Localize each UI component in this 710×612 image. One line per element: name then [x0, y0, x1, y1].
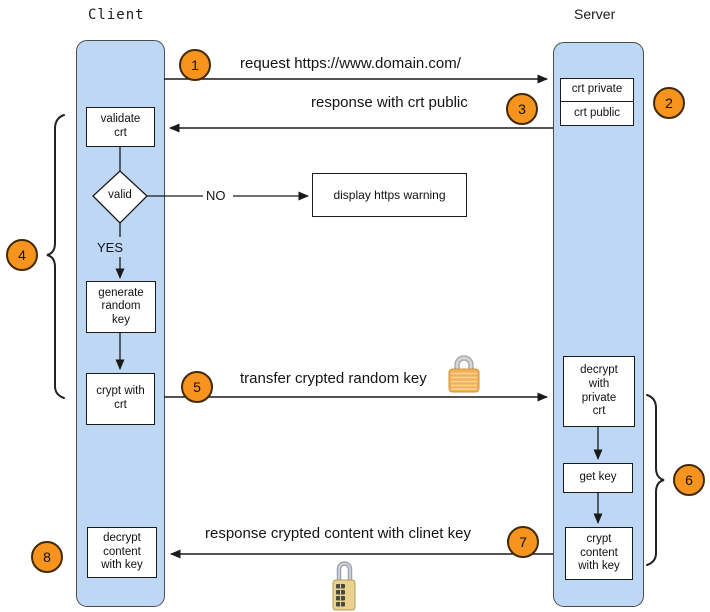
branch-no-label: NO: [206, 188, 226, 203]
node-generate-random-key: generate random key: [86, 281, 156, 333]
valid-decision-label: valid: [108, 189, 132, 201]
node-crypt-with-crt: crypt with crt: [86, 373, 155, 425]
node-decrypt-with-private-crt: decrypt with private crt: [563, 356, 635, 427]
node-display-https-warning: display https warning: [312, 173, 467, 217]
step-badge-2: 2: [653, 87, 685, 119]
step-badge-4: 4: [6, 239, 38, 271]
node-decrypt-content-with-key: decrypt content with key: [87, 527, 157, 578]
node-crt-private: crt private: [560, 78, 634, 102]
step-badge-3: 3: [506, 93, 538, 125]
branch-yes-label: YES: [97, 240, 124, 255]
node-crt-public: crt public: [560, 101, 634, 126]
closed-padlock-icon: [448, 355, 480, 393]
message-request: request https://www.domain.com/: [240, 55, 461, 72]
combination-padlock-icon: [332, 561, 356, 611]
node-crypt-content-with-key: crypt content with key: [565, 527, 633, 580]
actor-client-label: Client: [88, 7, 145, 23]
step-badge-8: 8: [31, 541, 63, 573]
message-response-content: response crypted content with clinet key: [205, 525, 471, 542]
message-transfer-key: transfer crypted random key: [240, 370, 427, 387]
node-validate-crt: validate crt: [86, 107, 155, 147]
message-response-public: response with crt public: [311, 94, 468, 111]
step-badge-1: 1: [179, 49, 211, 81]
node-get-key: get key: [563, 463, 633, 493]
step6-brace: [646, 394, 665, 566]
step-badge-7: 7: [507, 526, 539, 558]
actor-server-label: Server: [574, 6, 616, 22]
step4-brace: [46, 114, 65, 399]
step-badge-5: 5: [181, 371, 213, 403]
valid-decision-diamond: [92, 170, 148, 224]
step-badge-6: 6: [673, 464, 705, 496]
